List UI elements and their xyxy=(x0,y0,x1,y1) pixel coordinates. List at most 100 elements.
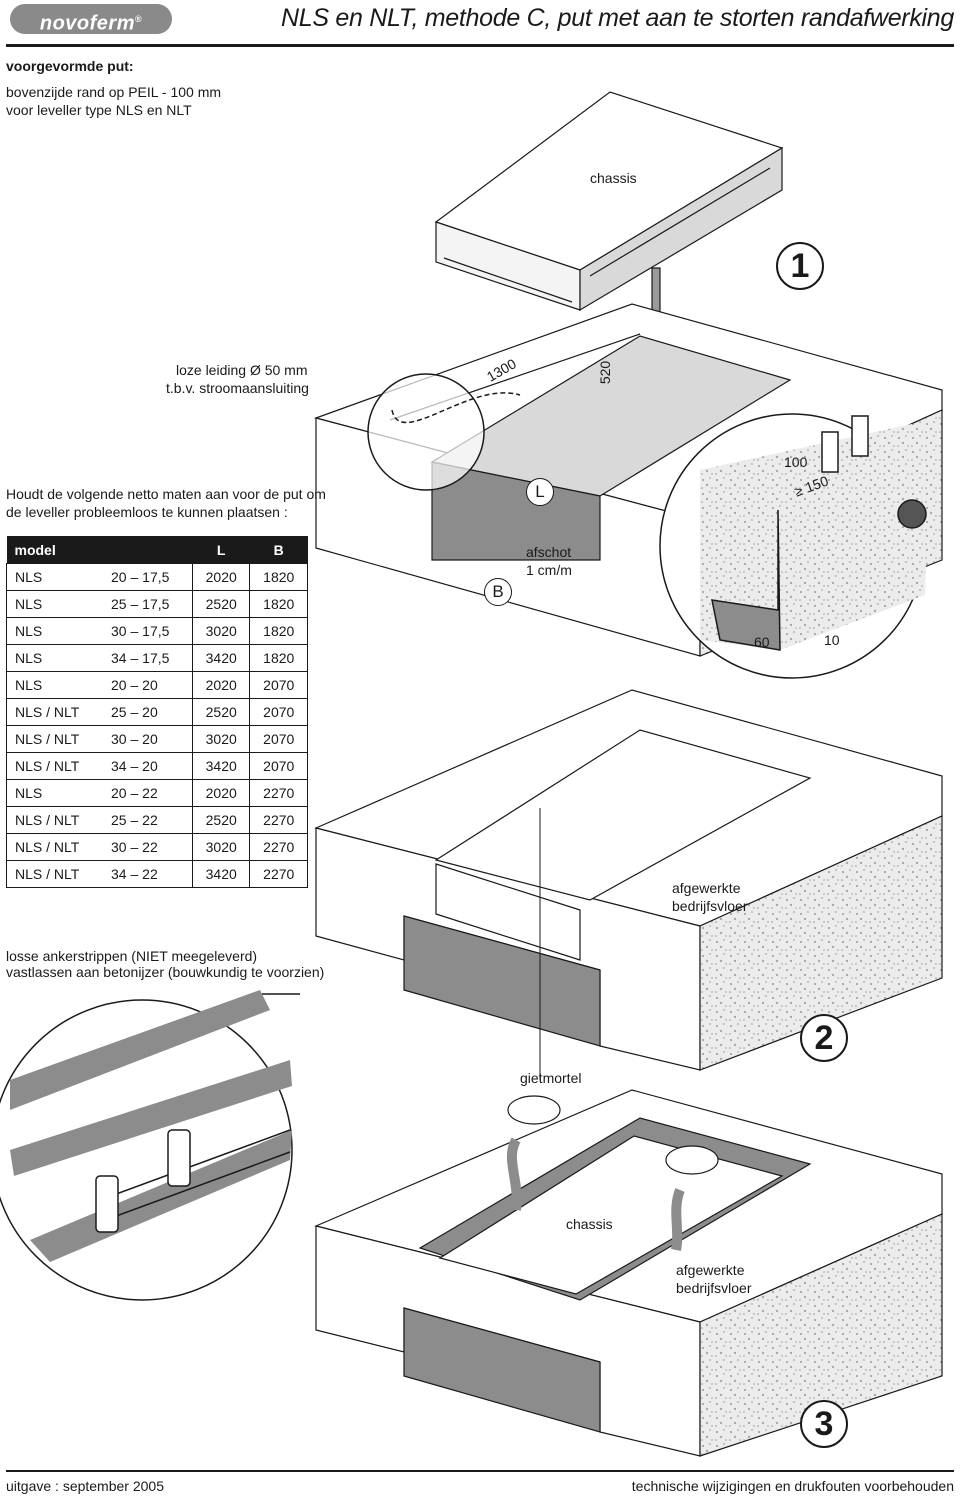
cell-B: 2270 xyxy=(249,779,308,807)
cell-size: 20 – 17,5 xyxy=(103,563,193,591)
label-slope-1: afschot xyxy=(526,544,572,560)
dimension-60: 60 xyxy=(754,634,770,650)
cell-size: 20 – 22 xyxy=(103,779,193,807)
footer-disclaimer: technische wijzigingen en drukfouten voo… xyxy=(631,1478,954,1494)
intro-line-1: bovenzijde rand op PEIL - 100 mm xyxy=(6,84,222,100)
label-conduit-1: loze leiding Ø 50 mm xyxy=(176,362,308,378)
cell-model: NLS / NLT xyxy=(6,833,104,861)
cell-B: 2070 xyxy=(249,752,308,780)
chassis-block xyxy=(434,91,784,312)
cell-L: 3420 xyxy=(191,860,251,888)
label-floor-1-line-2: bedrijfsvloer xyxy=(672,898,748,914)
cell-size: 30 – 22 xyxy=(103,833,193,861)
label-conduit-2: t.b.v. stroomaansluiting xyxy=(166,380,309,396)
dimension-10: 10 xyxy=(824,632,840,648)
cell-size: 34 – 20 xyxy=(103,752,193,780)
table-intro-line-2: de leveller probleemloos te kunnen plaat… xyxy=(6,504,288,520)
header-divider xyxy=(6,44,954,47)
cell-B: 2270 xyxy=(249,833,308,861)
cell-model: NLS xyxy=(6,590,104,618)
label-chassis-top: chassis xyxy=(590,170,637,186)
cell-L: 3020 xyxy=(191,725,251,753)
cell-size: 25 – 17,5 xyxy=(103,590,193,618)
detail-circle-conduit xyxy=(367,373,521,491)
cell-model: NLS / NLT xyxy=(6,725,104,753)
dimension-100: 100 xyxy=(784,454,808,470)
cell-B: 1820 xyxy=(249,590,308,618)
cell-model: NLS / NLT xyxy=(6,752,104,780)
label-floor-1-line-1: afgewerkte xyxy=(672,880,741,896)
cell-model: NLS xyxy=(6,779,104,807)
cell-B: 1820 xyxy=(249,563,308,591)
cell-B: 2070 xyxy=(249,698,308,726)
column-header-model: model xyxy=(6,536,193,564)
cell-L: 2020 xyxy=(191,563,251,591)
cell-L: 3020 xyxy=(191,833,251,861)
intro-line-2: voor leveller type NLS en NLT xyxy=(6,102,192,118)
cell-L: 2520 xyxy=(191,590,251,618)
cell-model: NLS / NLT xyxy=(6,698,104,726)
cell-size: 34 – 22 xyxy=(103,860,193,888)
cell-B: 1820 xyxy=(249,644,308,672)
detail-circle-anchors xyxy=(0,808,541,1301)
novoferm-logo: novoferm® xyxy=(10,4,172,35)
detail-circle-edge xyxy=(659,413,930,679)
footer-divider xyxy=(6,1470,954,1472)
footer-edition: uitgave : september 2005 xyxy=(6,1478,164,1494)
column-header-B: B xyxy=(249,536,308,564)
cell-model: NLS xyxy=(6,563,104,591)
page-title: NLS en NLT, methode C, put met aan te st… xyxy=(281,4,954,32)
cell-L: 2020 xyxy=(191,671,251,699)
cell-model: NLS / NLT xyxy=(6,860,104,888)
dimension-B: B xyxy=(484,578,512,606)
cell-model: NLS / NLT xyxy=(6,806,104,834)
pit-figure-2 xyxy=(314,689,943,1071)
pit-figure-3 xyxy=(314,1089,943,1457)
cell-size: 20 – 20 xyxy=(103,671,193,699)
cell-L: 2020 xyxy=(191,779,251,807)
cell-L: 2520 xyxy=(191,806,251,834)
cell-L: 3420 xyxy=(191,644,251,672)
cell-L: 3420 xyxy=(191,752,251,780)
cell-B: 2270 xyxy=(249,860,308,888)
cell-size: 25 – 22 xyxy=(103,806,193,834)
label-chassis-bottom: chassis xyxy=(566,1216,613,1232)
cell-size: 25 – 20 xyxy=(103,698,193,726)
step-3-badge: 3 xyxy=(800,1400,848,1448)
cell-size: 34 – 17,5 xyxy=(103,644,193,672)
table-intro-line-1: Houdt de volgende netto maten aan voor d… xyxy=(6,486,326,502)
cell-size: 30 – 20 xyxy=(103,725,193,753)
label-slope-2: 1 cm/m xyxy=(526,562,572,578)
cell-model: NLS xyxy=(6,617,104,645)
cell-model: NLS xyxy=(6,671,104,699)
column-header-L: L xyxy=(192,536,250,564)
cell-L: 3020 xyxy=(191,617,251,645)
intro-heading: voorgevormde put: xyxy=(6,58,134,74)
cell-B: 2070 xyxy=(249,671,308,699)
label-grout: gietmortel xyxy=(520,1070,582,1086)
label-floor-2-line-2: bedrijfsvloer xyxy=(676,1280,752,1296)
label-floor-2-line-1: afgewerkte xyxy=(676,1262,745,1278)
cell-B: 2270 xyxy=(249,806,308,834)
dimension-520: 520 xyxy=(597,360,614,385)
cell-model: NLS xyxy=(6,644,104,672)
step-1-badge: 1 xyxy=(776,242,824,290)
anchor-note-line-1: losse ankerstrippen (NIET meegeleverd) xyxy=(6,948,258,964)
table-header-row: model L B xyxy=(6,536,308,564)
cell-B: 1820 xyxy=(249,617,308,645)
dimension-L: L xyxy=(526,478,554,506)
